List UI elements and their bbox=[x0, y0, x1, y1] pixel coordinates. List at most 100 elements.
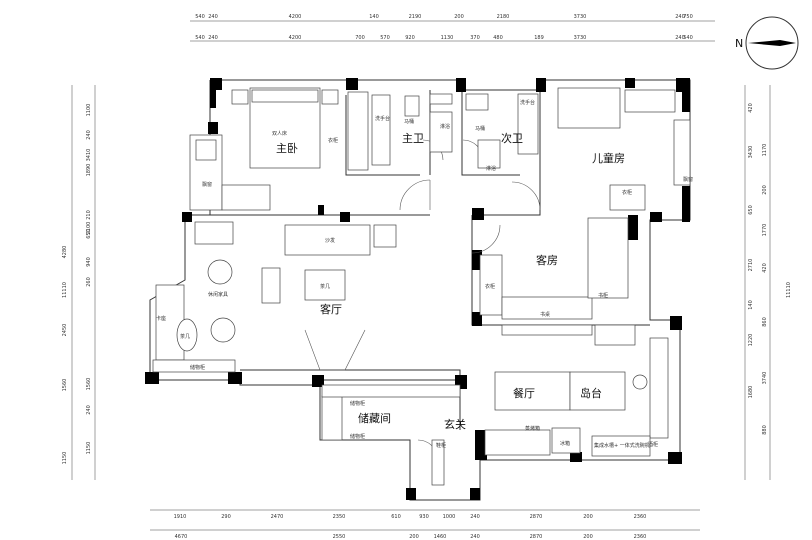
fixture-label-sofa: 沙发 bbox=[325, 237, 335, 244]
dim-left1-6: 650 bbox=[86, 229, 92, 239]
fixture-label-wardrobe-kids: 衣柜 bbox=[622, 189, 632, 196]
dim-top2-9: 3730 bbox=[574, 35, 587, 41]
dim-bottom1-1: 290 bbox=[221, 514, 231, 520]
dim-bottom1-4: 610 bbox=[391, 514, 401, 520]
dim-top2-0: 240 bbox=[208, 35, 218, 41]
dim-right1-1: 1170 bbox=[762, 144, 768, 157]
room-label-master-bath: 主卫 bbox=[402, 132, 424, 145]
dim-top2-end-right: 540 bbox=[683, 35, 693, 41]
dim-bottom2-3: 1460 bbox=[434, 534, 447, 540]
dim-top1-7: 240 bbox=[675, 14, 685, 20]
dim-top2-8: 189 bbox=[534, 35, 544, 41]
dim-bottom1-9: 200 bbox=[583, 514, 593, 520]
dim-bottom1-8: 2870 bbox=[530, 514, 543, 520]
dim-bottom2-4: 240 bbox=[470, 534, 480, 540]
furniture bbox=[152, 87, 691, 486]
dim-right1-11: 3740 bbox=[762, 372, 768, 385]
dim-bottom1-7: 240 bbox=[470, 514, 480, 520]
dim-top2-4: 920 bbox=[405, 35, 415, 41]
dim-right2-0: 11110 bbox=[786, 282, 792, 298]
dim-top1-2: 140 bbox=[369, 14, 379, 20]
fixture-label-oven: 蒸烤箱 bbox=[525, 425, 540, 432]
fixture-label-fridge: 冰箱 bbox=[560, 440, 570, 447]
dim-bottom1-6: 1000 bbox=[443, 514, 456, 520]
dim-top1-6: 3730 bbox=[574, 14, 587, 20]
room-label-storage: 储藏间 bbox=[358, 411, 391, 425]
fixture-label-bookshelf: 书柜 bbox=[598, 292, 608, 299]
fixture-label-wardrobe-master: 衣柜 bbox=[328, 137, 338, 144]
fixture-label-wardrobe-guest: 衣柜 bbox=[485, 283, 495, 290]
fixture-label-wine: 酒柜 bbox=[648, 441, 658, 448]
dim-right1-5: 1770 bbox=[762, 224, 768, 237]
dim-bottom1-3: 2350 bbox=[333, 514, 346, 520]
fixture-label-coffee-table: 茶几 bbox=[320, 283, 330, 290]
fixture-label-bay-kids: 飘窗 bbox=[683, 176, 693, 183]
dim-bottom2-1: 2550 bbox=[333, 534, 346, 540]
dim-left1-5: 2100 bbox=[86, 222, 92, 235]
dim-bottom1-0: 1910 bbox=[174, 514, 187, 520]
fixture-label-storage-1: 储物柜 bbox=[350, 400, 365, 407]
dim-top1-4: 200 bbox=[454, 14, 464, 20]
dim-left1-4: 210 bbox=[86, 210, 92, 220]
dim-top1-end-right: 750 bbox=[683, 14, 693, 20]
dim-top2-end-left: 540 bbox=[195, 35, 205, 41]
dim-top1-3: 2190 bbox=[409, 14, 422, 20]
dim-left1-11: 1150 bbox=[86, 442, 92, 455]
compass-label: N bbox=[735, 37, 743, 50]
dim-right1-10: 1220 bbox=[748, 334, 754, 347]
dim-top2-7: 480 bbox=[493, 35, 503, 41]
dim-left2-0: 11110 bbox=[62, 282, 68, 298]
dim-top2-10: 240 bbox=[675, 35, 685, 41]
dim-left2-3: 1560 bbox=[62, 379, 68, 392]
dim-left1-3: 1890 bbox=[86, 164, 92, 177]
dim-left1-1: 240 bbox=[86, 130, 92, 140]
dim-left1-8: 260 bbox=[86, 277, 92, 287]
room-label-island: 岛台 bbox=[580, 386, 602, 400]
dim-bottom1-2: 2470 bbox=[271, 514, 284, 520]
room-label-entrance: 玄关 bbox=[444, 417, 466, 431]
dim-left1-0: 1100 bbox=[86, 104, 92, 117]
dim-right1-2: 3430 bbox=[748, 146, 754, 159]
dim-top1-end-left: 540 bbox=[195, 14, 205, 20]
room-label-master-bedroom: 主卧 bbox=[276, 142, 298, 155]
dim-bottom2-2: 200 bbox=[409, 534, 419, 540]
dim-bottom2-5: 2870 bbox=[530, 534, 543, 540]
dim-right1-8: 140 bbox=[748, 300, 754, 310]
doors bbox=[399, 139, 541, 461]
room-label-kids-room: 儿童房 bbox=[592, 151, 625, 165]
fixture-label-toilet-second: 马桶 bbox=[475, 125, 485, 132]
fixture-label-storage-2: 储物柜 bbox=[350, 433, 365, 440]
dim-right1-4: 650 bbox=[748, 205, 754, 215]
dim-bottom1-5: 930 bbox=[419, 514, 429, 520]
dim-left1-9: 1560 bbox=[86, 378, 92, 391]
fixture-label-shower-second: 淋浴 bbox=[486, 165, 496, 172]
dim-top2-6: 370 bbox=[470, 35, 480, 41]
fixture-label-toilet-master: 马桶 bbox=[404, 118, 414, 125]
dim-right1-0: 420 bbox=[748, 103, 754, 113]
dim-right1-12: 1680 bbox=[748, 386, 754, 399]
room-label-second-bath: 次卫 bbox=[501, 131, 523, 145]
fixture-label-storage-living: 储物柜 bbox=[190, 364, 205, 371]
dim-top1-1: 4200 bbox=[289, 14, 302, 20]
dim-top2-2: 700 bbox=[355, 35, 365, 41]
dim-bottom2-7: 2360 bbox=[634, 534, 647, 540]
room-labels: 主卧 主卫 次卫 儿童房 客厅 客房 餐厅 岛台 储藏间 玄关 bbox=[276, 131, 625, 431]
fixture-labels: 双人床 衣柜 洗手台 马桶 淋浴 马桶 淋浴 洗手台 飘窗 飘窗 衣柜 沙发 茶… bbox=[156, 99, 693, 449]
dim-right1-9: 860 bbox=[762, 317, 768, 327]
fixture-label-bed: 双人床 bbox=[272, 130, 287, 137]
fixture-label-desk: 书桌 bbox=[540, 311, 550, 318]
room-label-dining: 餐厅 bbox=[513, 386, 535, 400]
dim-left2-1: 4280 bbox=[62, 246, 68, 259]
fixture-label-shoe: 鞋柜 bbox=[436, 442, 446, 449]
dim-right1-3: 200 bbox=[762, 185, 768, 195]
fixture-label-washbasin-master: 洗手台 bbox=[375, 115, 390, 122]
dim-bottom1-10: 2360 bbox=[634, 514, 647, 520]
room-label-living-room: 客厅 bbox=[320, 302, 342, 316]
dim-right1-7: 420 bbox=[762, 263, 768, 273]
fixture-label-sink-combo: 集成水槽+ 一体式洗碗机 bbox=[594, 442, 650, 449]
dim-top1-5: 2180 bbox=[497, 14, 510, 20]
dimension-lines bbox=[71, 20, 771, 531]
